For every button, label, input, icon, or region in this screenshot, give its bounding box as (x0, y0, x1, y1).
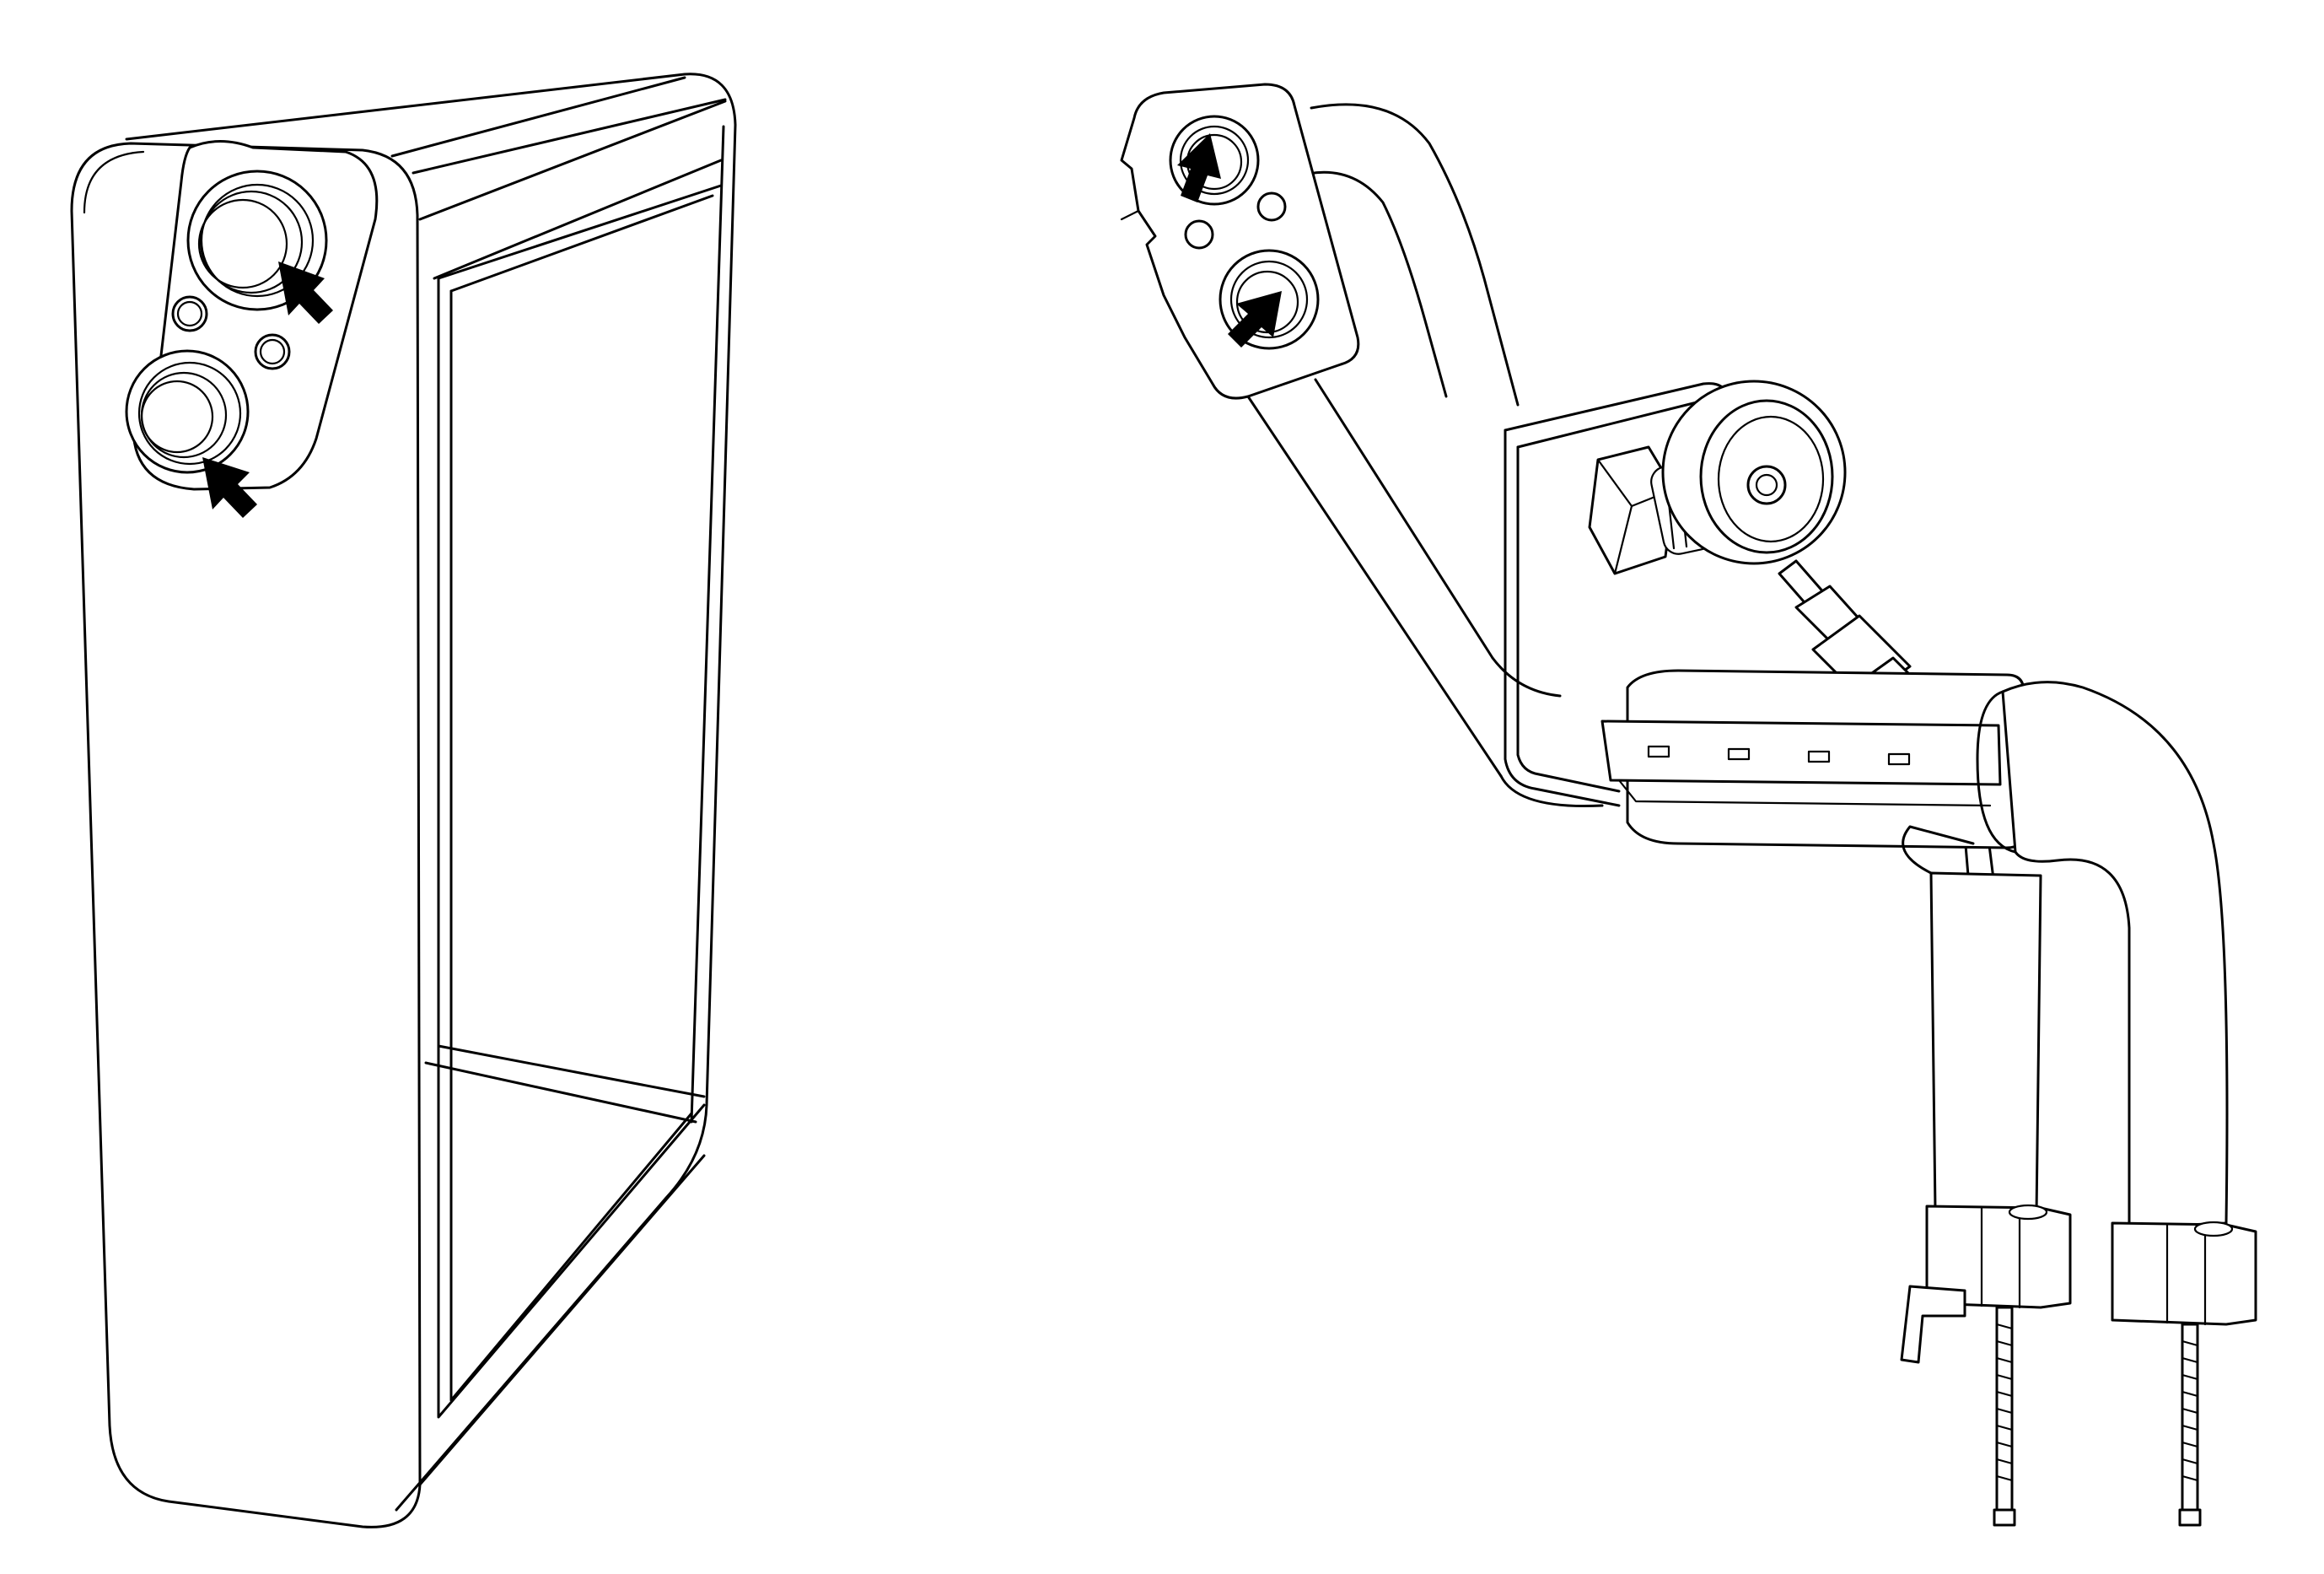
arrow-icon (202, 457, 257, 518)
arrow-icon (278, 261, 333, 324)
evaporator-core (70, 73, 737, 1528)
evaporator-tube-assembly (1120, 83, 2257, 1527)
callout-arrows (202, 133, 1282, 518)
arrow-icon (1228, 291, 1282, 348)
arrow-icon (1177, 133, 1221, 202)
